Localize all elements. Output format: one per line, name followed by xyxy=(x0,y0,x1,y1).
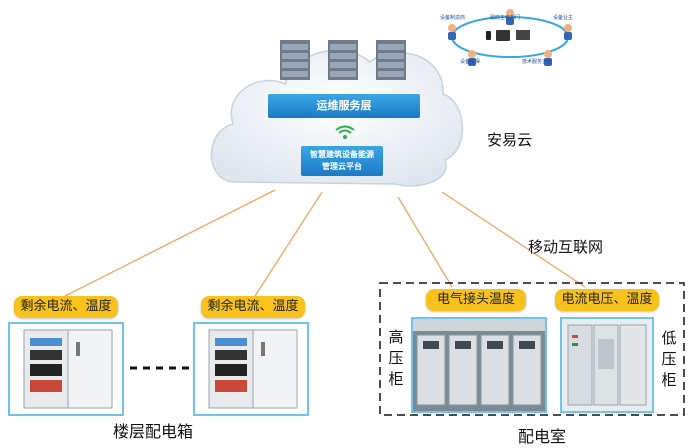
person-icon xyxy=(564,24,572,40)
power-room-dashed-border xyxy=(379,282,685,416)
user-label-manufacturer: 设备制造商 xyxy=(440,15,466,21)
platform-label-line1: 智慧建筑设备能源 xyxy=(310,150,374,159)
floor-box-right-tag: 剩余电流、温度 xyxy=(201,296,305,318)
user-ring xyxy=(448,9,572,66)
high-voltage-photo xyxy=(411,317,547,413)
link-line-floor-left xyxy=(64,189,276,297)
low-voltage-tag: 电流电压、温度 xyxy=(555,289,659,311)
low-voltage-label: 低 压 柜 xyxy=(660,328,678,391)
person-icon xyxy=(468,50,476,66)
user-label-maintenance: 设备维保 xyxy=(460,59,481,65)
high-voltage-label: 高 压 柜 xyxy=(387,327,405,390)
high-voltage-char: 压 xyxy=(388,349,404,367)
cloud-shape xyxy=(210,49,464,187)
floor-box-right-photo xyxy=(193,322,309,416)
network-label: 移动互联网 xyxy=(528,238,604,256)
person-icon xyxy=(506,9,514,25)
power-room-caption: 配电室 xyxy=(518,427,567,446)
high-voltage-tag: 电气接头温度 xyxy=(426,289,526,311)
user-label-government: 政府主管部门 xyxy=(490,15,521,21)
high-voltage-char: 柜 xyxy=(388,370,404,388)
laptop-icon xyxy=(516,30,530,40)
platform-label-line2: 管理云平台 xyxy=(322,162,362,171)
high-voltage-char: 高 xyxy=(388,328,404,346)
phone-icon xyxy=(486,31,491,40)
low-voltage-char: 柜 xyxy=(661,371,677,389)
server-icon xyxy=(280,40,310,80)
link-line-low-voltage xyxy=(441,191,586,288)
wifi-icon xyxy=(335,125,355,139)
platform-band: 智慧建筑设备能源 管理云平台 xyxy=(301,146,383,176)
server-icon xyxy=(328,40,358,80)
low-voltage-photo xyxy=(560,317,654,413)
ops-layer-band: 运维服务层 xyxy=(268,94,420,118)
floor-box-left-photo xyxy=(8,322,124,416)
floor-box-caption: 楼层配电箱 xyxy=(113,422,194,441)
floor-box-left-tag: 剩余电流、温度 xyxy=(14,296,118,318)
server-racks xyxy=(280,40,406,80)
link-line-floor-right xyxy=(254,191,323,297)
user-label-owner: 设备业主 xyxy=(553,15,574,21)
tablet-icon xyxy=(496,30,510,41)
low-voltage-char: 低 xyxy=(661,329,677,347)
low-voltage-char: 压 xyxy=(661,350,677,368)
person-icon xyxy=(544,50,552,66)
person-icon xyxy=(448,24,456,40)
link-line-high-voltage xyxy=(397,196,453,288)
cloud-name-label: 安易云 xyxy=(487,131,533,149)
user-label-tech-service: 技术服务企业 xyxy=(522,59,553,65)
server-icon xyxy=(376,40,406,80)
